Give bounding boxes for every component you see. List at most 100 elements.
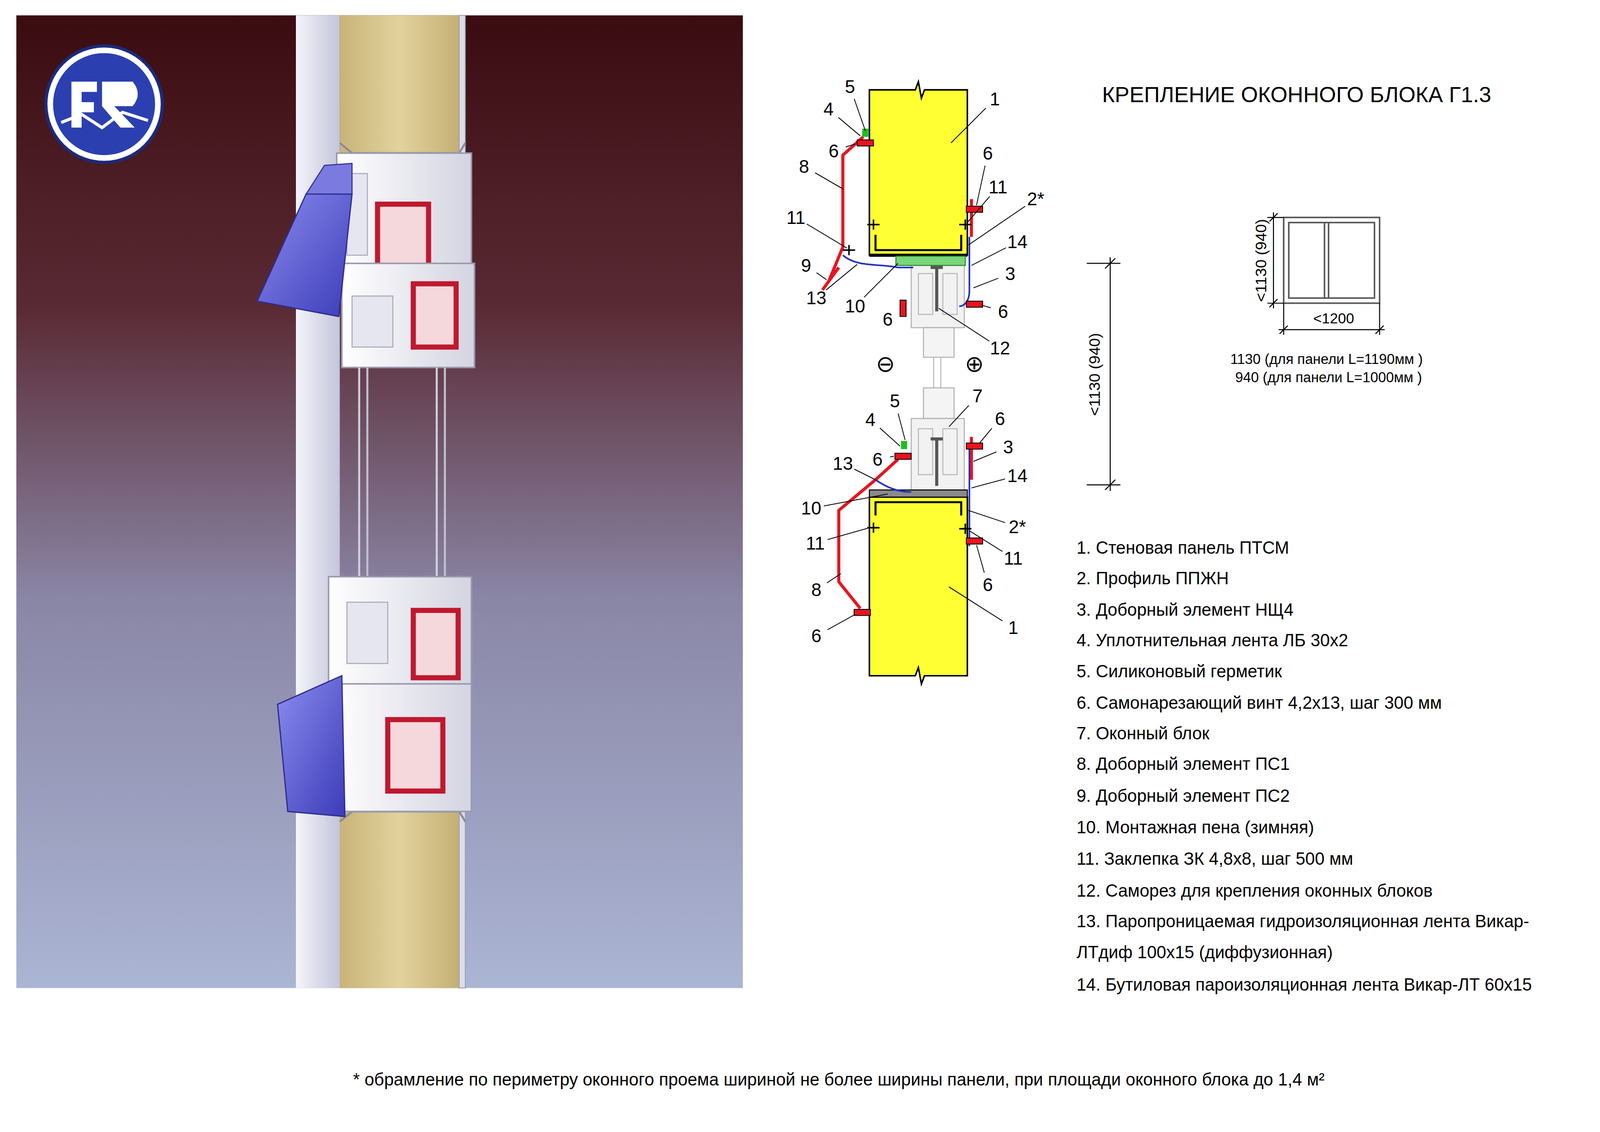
callout-number-anchor: 14 (1007, 465, 1028, 487)
callout-number-anchor: 11 (988, 176, 1008, 198)
callout-number: 1 (989, 88, 1000, 110)
dimension-text: <1200 (1313, 310, 1355, 327)
callout-number: 6 (994, 408, 1005, 430)
callout-number: 1 (1008, 616, 1019, 638)
callout-number-anchor: 8 (811, 579, 822, 601)
leader-line (890, 455, 894, 457)
dimension-note-anchor: 1130 (для панели L=1190мм ) (1230, 351, 1423, 368)
leader-line (976, 165, 986, 206)
callout-number: 10 (844, 295, 866, 317)
legend-item: 11. Заклепка ЗК 4,8x8, шаг 500 мм (1076, 849, 1354, 870)
leader-line (838, 117, 861, 136)
title: КРЕПЛЕНИЕ ОКОННОГО БЛОКА Г1.3 (1102, 82, 1492, 108)
legend-item: 4. Уплотнительная лента ЛБ 30x2 (1076, 631, 1349, 652)
callout-number: 3 (1003, 436, 1014, 458)
legend-item: 7. Оконный блок (1076, 723, 1210, 744)
callout-number-anchor: 3 (1003, 436, 1014, 458)
leader-line (981, 305, 991, 308)
legend-item: 12. Саморез для крепления оконных блоков (1076, 880, 1433, 901)
legend-item-anchor: 10. Монтажная пена (зимняя) (1076, 817, 1315, 838)
leader-line (969, 530, 1003, 552)
footnote-anchor: * обрамление по периметру оконного проем… (352, 1069, 1325, 1090)
title-anchor: КРЕПЛЕНИЕ ОКОННОГО БЛОКА Г1.3 (1102, 82, 1492, 108)
callout-number: 12 (989, 337, 1011, 359)
legend-item: 2. Профиль ППЖН (1076, 568, 1229, 589)
callout-number: 6 (998, 300, 1009, 322)
callout-number-anchor: 1 (1008, 616, 1019, 638)
legend-item-anchor: 12. Саморез для крепления оконных блоков (1076, 880, 1433, 901)
legend-item: 10. Монтажная пена (зимняя) (1076, 817, 1315, 838)
callout-number: 13 (806, 287, 827, 309)
callout-number-anchor: 7 (972, 385, 983, 407)
legend-item-anchor: 7. Оконный блок (1076, 723, 1210, 744)
legend-item: 3. Доборный элемент НЩ4 (1076, 600, 1294, 621)
leader-line (898, 413, 906, 441)
callout-number-anchor: 4 (823, 98, 834, 120)
leader-line (826, 264, 858, 290)
callout-number: 3 (1004, 263, 1015, 285)
callout-number: 6 (982, 142, 993, 164)
callout-number-anchor: 11 (786, 207, 806, 228)
legend-item-anchor: 6. Самонарезающий винт 4,2x13, шаг 300 м… (1076, 693, 1442, 714)
legend-item-anchor: 11. Заклепка ЗК 4,8x8, шаг 500 мм (1076, 849, 1354, 870)
callout-number: 10 (801, 497, 822, 519)
leader-line (976, 544, 985, 573)
dimension-text: <1130 (940) (1086, 332, 1104, 416)
callout-number: 2* (1008, 516, 1026, 538)
callout-number: 5 (844, 76, 855, 98)
leader-line (971, 478, 1005, 488)
leader-lines (807, 98, 1026, 630)
callout-number-anchor: 13 (806, 287, 827, 309)
callout-number: 4 (865, 409, 876, 430)
callout-number-anchor: 6 (828, 140, 839, 162)
dimension-note-anchor: 940 (для панели L=1000мм ) (1235, 369, 1422, 386)
leader-line (827, 527, 870, 540)
leader-line (967, 196, 990, 223)
render (16, 15, 743, 989)
callout-number: 6 (882, 308, 893, 330)
legend-item: 9. Доборный элемент ПС2 (1076, 786, 1290, 807)
callout-number-anchor: 10 (844, 295, 866, 317)
leader-line (823, 493, 888, 506)
dimension-text: <1130 (940) (1252, 218, 1270, 302)
callout-number-anchor: 3 (1004, 263, 1015, 285)
callout-number-anchor: 5 (844, 76, 855, 98)
callout-number: 11 (1003, 547, 1023, 569)
dimension-text-anchor: <1130 (940) (1086, 332, 1104, 416)
callout-number: 13 (832, 452, 854, 474)
callout-number: 14 (1007, 465, 1028, 487)
callout-number: 6 (811, 625, 822, 647)
dimension-note: 940 (для панели L=1000мм ) (1235, 369, 1422, 386)
callout-number-anchor: 6 (982, 142, 993, 164)
leader-line (973, 451, 997, 462)
dimension-text-anchor: <1130 (940) (1252, 218, 1270, 302)
callout-number-anchor: 2* (1008, 516, 1026, 538)
polarity-symbol: ⊖ (875, 351, 896, 378)
callout-number: 7 (972, 385, 983, 407)
callout-number-anchor: 1 (989, 88, 1000, 110)
legend-item-anchor: 4. Уплотнительная лента ЛБ 30x2 (1076, 631, 1349, 652)
callout-number: 6 (828, 140, 839, 162)
legend-item: 6. Самонарезающий винт 4,2x13, шаг 300 м… (1076, 693, 1442, 714)
legend-item-anchor: 2. Профиль ППЖН (1076, 568, 1229, 589)
legend-item-anchor: 9. Доборный элемент ПС2 (1076, 786, 1290, 807)
polarity-symbol-anchor: ⊖ (875, 351, 896, 378)
legend-item: 13. Паропроницаемая гидроизоляционная ле… (1076, 905, 1583, 968)
legend-item-anchor: 8. Доборный элемент ПС1 (1076, 754, 1290, 775)
leader-line (816, 272, 827, 280)
callout-number-anchor: 13 (832, 452, 854, 474)
legend-item: 1. Стеновая панель ПТСМ (1076, 538, 1290, 559)
leader-line (979, 428, 992, 443)
callout-number-anchor: 6 (882, 308, 893, 330)
callout-number: 11 (786, 207, 806, 228)
leader-line (845, 144, 855, 148)
callout-number: 5 (889, 390, 900, 412)
callout-number: 11 (805, 532, 825, 554)
leader-line (951, 108, 986, 143)
callout-number-anchor: 10 (801, 497, 822, 519)
callout-number-anchor: 9 (801, 254, 812, 276)
polarity-symbol: ⊕ (964, 351, 984, 378)
callout-number-anchor: 4 (865, 409, 876, 430)
leader-line (807, 223, 848, 249)
